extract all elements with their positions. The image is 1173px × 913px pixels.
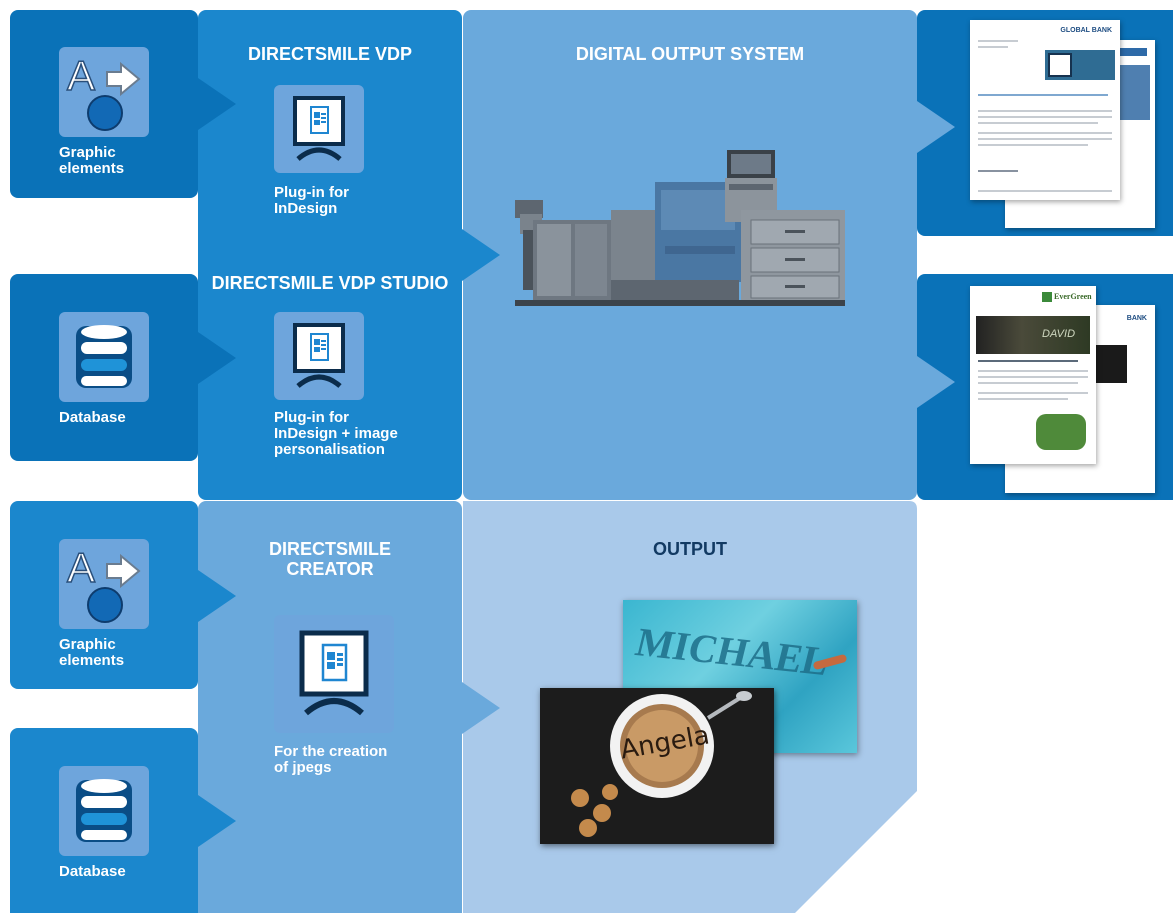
graphic-elements-icon: A <box>66 543 141 623</box>
pool-photo-name: MICHAEL <box>631 618 835 685</box>
garden-image <box>1036 414 1086 450</box>
mailing-doc-front: EverGreen DAVID <box>970 286 1096 464</box>
arrow-to-output <box>462 682 500 734</box>
letter-brand: GLOBAL BANK <box>1060 27 1112 34</box>
arrow-to-letter <box>917 101 955 153</box>
input-label-2: Database <box>59 409 126 426</box>
graphic-elements-tile-1: A <box>59 47 149 137</box>
database-icon <box>76 325 132 388</box>
letter-doc-front: GLOBAL BANK <box>970 20 1120 200</box>
mailing-back-brand: BANK <box>1126 315 1147 322</box>
mailing-brand: EverGreen <box>1054 292 1092 301</box>
indesign-plugin-icon <box>293 323 345 388</box>
creator-tile <box>274 615 394 733</box>
vdp-title: DIRECTSMILE VDP <box>247 44 412 64</box>
svg-text:A: A <box>67 544 95 591</box>
arrow-database-2 <box>198 795 236 847</box>
qr-code-icon <box>1048 53 1072 77</box>
arrow-to-digital-output <box>462 229 500 281</box>
mailing-photo <box>976 316 1090 354</box>
database-icon <box>76 779 132 842</box>
studio-title: DIRECTSMILE VDP STUDIO <box>211 273 449 293</box>
mailing-name: DAVID <box>1042 328 1076 340</box>
vdp-plugin-tile <box>274 85 364 173</box>
indesign-plugin-icon <box>293 96 345 161</box>
svg-text:A: A <box>67 52 95 99</box>
coffee-cup-icon <box>571 691 752 837</box>
output-title: OUTPUT <box>653 539 727 559</box>
digital-press-image <box>515 150 845 306</box>
arrow-graphic-1 <box>198 78 236 130</box>
graphic-elements-icon: A <box>66 51 141 131</box>
jpeg-creator-icon <box>299 630 369 716</box>
arrow-graphic-2 <box>198 570 236 622</box>
coffee-photo: Angela <box>540 688 774 844</box>
database-tile-1 <box>59 312 149 402</box>
input-label-4: Database <box>59 863 126 880</box>
evergreen-logo-icon <box>1042 292 1052 302</box>
arrow-to-mailing <box>917 356 955 408</box>
studio-plugin-tile <box>274 312 364 400</box>
database-tile-2 <box>59 766 149 856</box>
graphic-elements-tile-2: A <box>59 539 149 629</box>
digital-output-title: DIGITAL OUTPUT SYSTEM <box>575 44 805 64</box>
arrow-database-1 <box>198 332 236 384</box>
